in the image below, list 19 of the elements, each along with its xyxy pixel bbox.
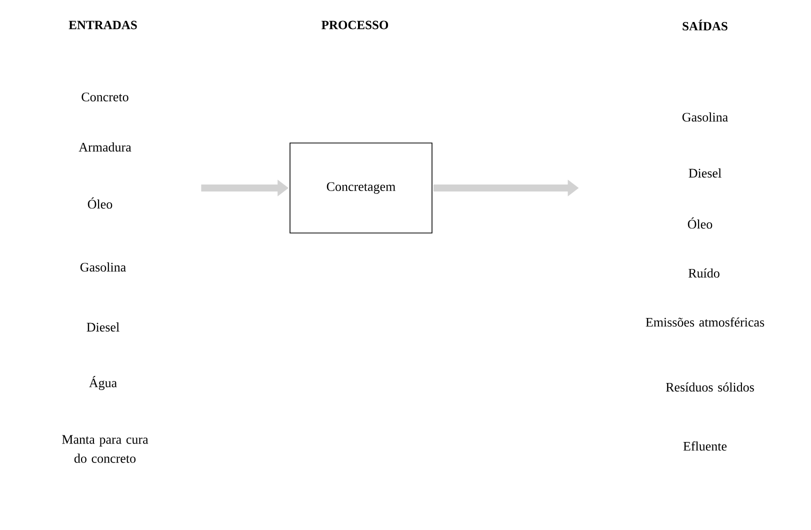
output-label: Efluente: [683, 441, 727, 451]
input-label: Gasolina: [80, 262, 126, 272]
input-label: Diesel: [86, 322, 120, 332]
input-label: Concreto: [82, 92, 128, 102]
column-heading: SAÍDAS: [682, 20, 728, 30]
input-label: Água: [89, 376, 117, 390]
process-label: Concretagem: [326, 182, 396, 194]
column-heading: PROCESSO: [322, 20, 388, 30]
input-label: Manta para cura do concreto: [62, 435, 148, 463]
process-box: [290, 142, 432, 234]
output-label: Emissões atmosféricas: [646, 317, 764, 327]
output-label: Óleo: [688, 217, 712, 229]
input-label: Óleo: [88, 197, 112, 209]
output-label: Resíduos sólidos: [666, 382, 754, 392]
output-label: Ruído: [688, 268, 720, 278]
output-label: Gasolina: [682, 112, 728, 122]
input-label: Armadura: [78, 142, 132, 152]
column-heading: ENTRADAS: [68, 20, 137, 30]
output-label: Diesel: [688, 168, 722, 178]
